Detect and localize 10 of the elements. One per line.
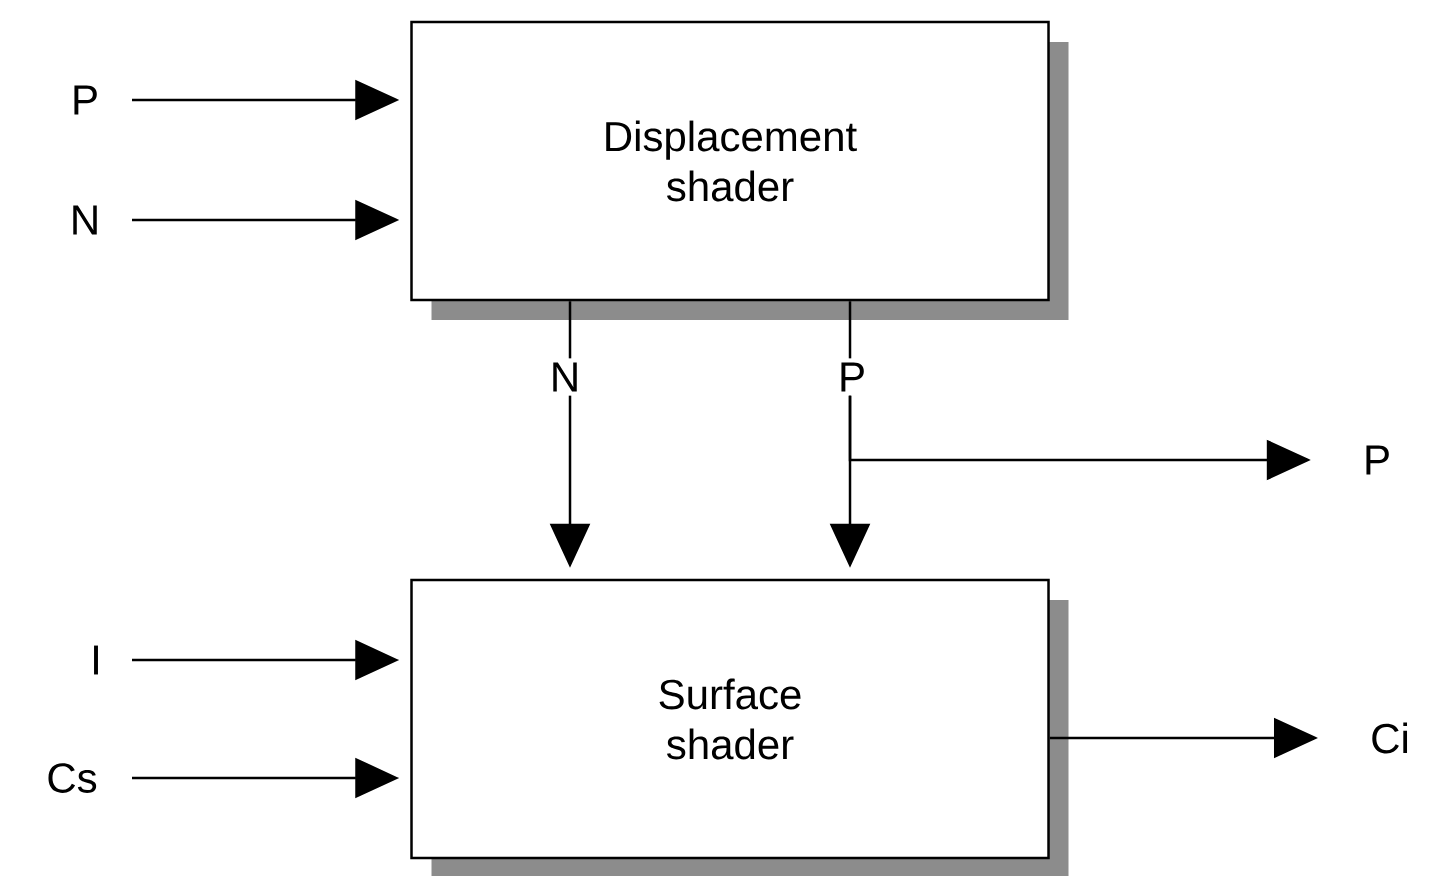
signal-label: Ci <box>1372 722 1407 754</box>
signal-label: P <box>74 85 97 115</box>
signal-label: N <box>73 205 97 235</box>
shader-box: Surface shader <box>410 578 1069 876</box>
shader-box: Displacement shader <box>410 20 1069 320</box>
signal-label: P <box>1366 445 1389 475</box>
signal-label: P <box>841 362 864 392</box>
signal-label: Cs <box>48 763 97 793</box>
signal-label: I <box>94 645 98 675</box>
signal-label: N <box>553 362 577 392</box>
